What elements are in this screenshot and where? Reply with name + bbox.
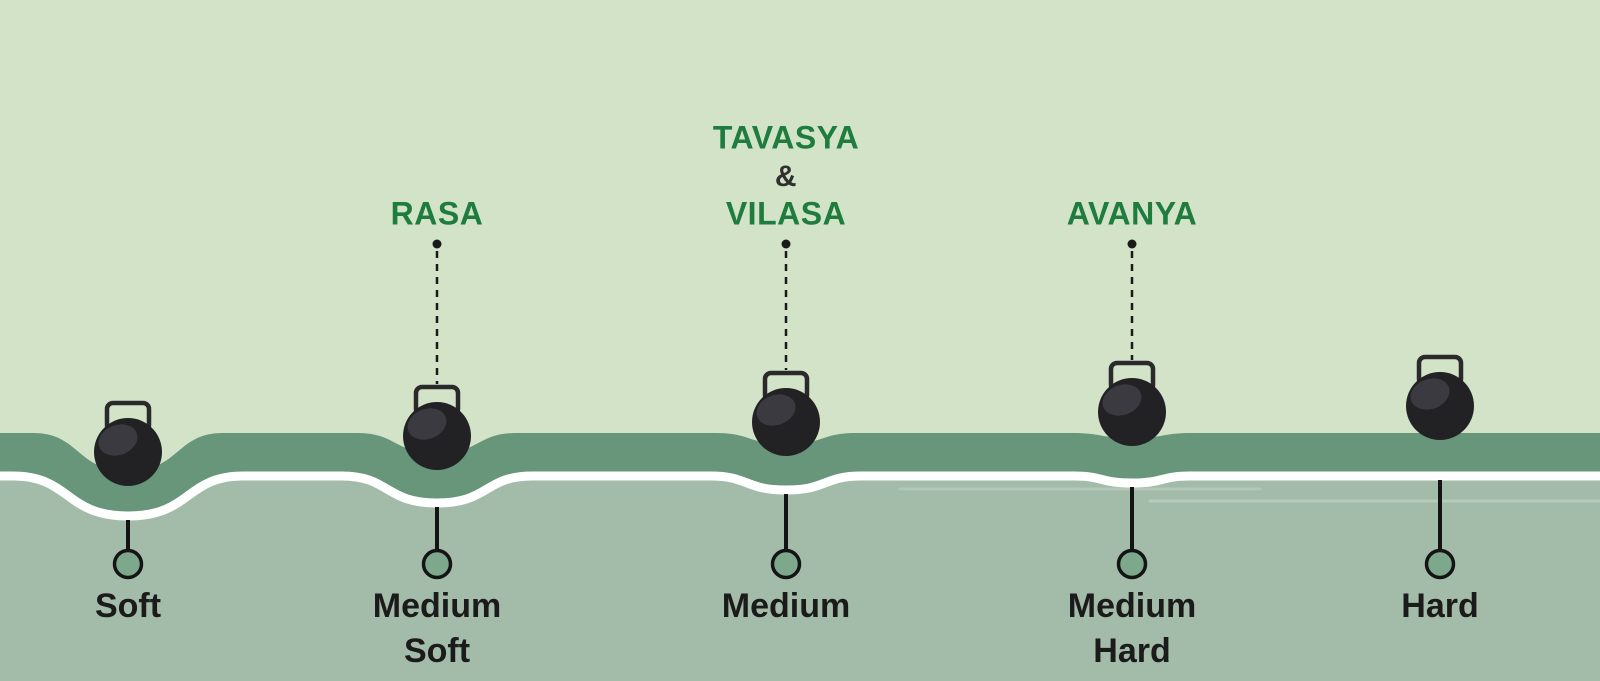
firmness-label-text: Soft <box>95 587 161 625</box>
pin-marker-medium-soft <box>421 507 453 580</box>
pin-dot <box>1116 548 1148 580</box>
firmness-label-hard: Hard <box>1401 587 1478 625</box>
kettlebells <box>94 354 1474 486</box>
product-name-text: RASA <box>391 195 484 231</box>
leader-dot <box>1127 239 1137 249</box>
kettlebell-highlight <box>407 408 447 440</box>
kettlebell-highlight <box>98 424 138 456</box>
pin-markers <box>112 480 1456 580</box>
kettlebell-icon-hard <box>1406 354 1474 440</box>
mattress-layers <box>0 433 1600 681</box>
kettlebell-highlight <box>756 394 796 426</box>
leader-dot <box>781 239 791 249</box>
base-layer-shape <box>0 476 1600 681</box>
firmness-label-text: Medium <box>1068 587 1196 625</box>
pin-marker-soft <box>112 520 144 580</box>
product-name-text: TAVASYA <box>713 119 859 155</box>
firmness-label-text: Hard <box>1401 587 1478 625</box>
firmness-label-text: Medium <box>373 587 501 625</box>
firmness-label-soft: Soft <box>95 587 161 625</box>
kettlebell-icon-soft <box>94 400 162 486</box>
kettlebell-highlight <box>1102 384 1142 416</box>
product-name-text: AVANYA <box>1067 195 1197 231</box>
product-callout-medium: TAVASYA &VILASA <box>713 119 859 370</box>
contour-line <box>0 471 1600 521</box>
firmness-label-medium: Medium <box>722 587 850 625</box>
kettlebell-highlight <box>1410 378 1450 410</box>
pin-marker-medium-hard <box>1116 487 1148 580</box>
pin-dot <box>112 548 144 580</box>
pin-dot <box>770 548 802 580</box>
firmness-label-text: Hard <box>1093 632 1170 670</box>
leader-dot <box>432 239 442 249</box>
product-callouts: RASA TAVASYA &VILASA AVANYA <box>391 119 1197 384</box>
kettlebell-icon-medium-hard <box>1098 360 1166 446</box>
firmness-label-text: Soft <box>404 632 470 670</box>
pin-marker-medium <box>770 494 802 580</box>
product-callout-medium-soft: RASA <box>391 195 484 384</box>
pin-dot <box>421 548 453 580</box>
product-callout-medium-hard: AVANYA <box>1067 195 1197 360</box>
firmness-label-text: Medium <box>722 587 850 625</box>
kettlebell-icon-medium-soft <box>403 384 471 470</box>
product-ampersand: & <box>775 160 797 193</box>
pin-dot <box>1424 548 1456 580</box>
product-name-text: VILASA <box>726 195 846 231</box>
pin-marker-hard <box>1424 480 1456 580</box>
kettlebell-icon-medium <box>752 370 820 456</box>
